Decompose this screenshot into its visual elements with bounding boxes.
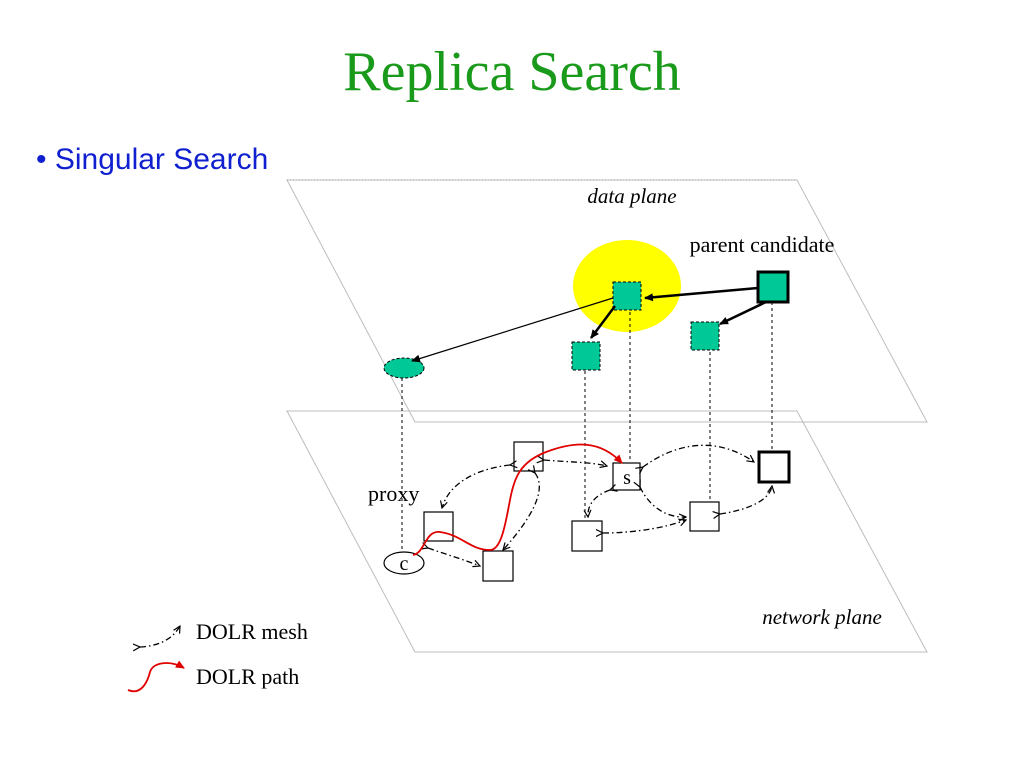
dolr-path <box>412 443 623 556</box>
data-plane-label: data plane <box>587 184 676 208</box>
network-node-mid-right <box>689 501 720 532</box>
source-label: s <box>623 467 631 489</box>
legend-path-label: DOLR path <box>196 664 299 689</box>
dolr-mesh-links <box>428 444 772 566</box>
replica-tree-arrows <box>411 286 767 363</box>
proxy-label: proxy <box>368 481 419 506</box>
network-plane <box>286 410 928 653</box>
replica-node-right <box>690 321 720 351</box>
parent-candidate-label: parent candidate <box>690 232 835 257</box>
network-node-mid <box>571 520 603 552</box>
network-node-top <box>513 441 544 472</box>
legend: DOLR mesh DOLR path <box>127 619 308 693</box>
replica-node-candidate <box>612 281 642 311</box>
legend-mesh-label: DOLR mesh <box>196 619 308 644</box>
slide-title: Replica Search <box>343 41 681 103</box>
network-node-root <box>757 450 791 484</box>
network-node-proxy <box>423 511 454 542</box>
replica-node-oval <box>383 357 425 379</box>
network-node-bottom <box>482 550 514 582</box>
bullet-singular-search: • Singular Search <box>36 143 269 176</box>
client-label: c <box>400 553 409 575</box>
legend-path-symbol <box>127 660 185 693</box>
legend-mesh-symbol <box>140 626 180 647</box>
replica-node-root <box>756 270 790 304</box>
network-plane-label: network plane <box>762 605 882 629</box>
replica-node-left <box>571 341 601 371</box>
